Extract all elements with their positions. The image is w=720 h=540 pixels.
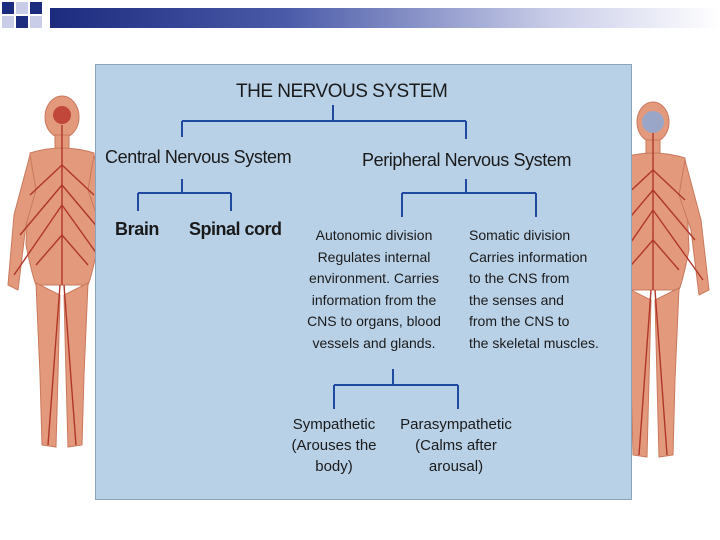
- nervous-system-diagram: THE NERVOUS SYSTEM Central Nervous Syste…: [95, 64, 632, 500]
- sympathetic-line: body): [315, 458, 353, 475]
- sympathetic-line: Sympathetic: [292, 416, 376, 433]
- sympathetic-text: Sympathetic (Arouses the body): [282, 414, 386, 477]
- diagram-title: THE NERVOUS SYSTEM: [236, 81, 448, 102]
- somatic-line: to the CNS from: [469, 270, 570, 286]
- peripheral-nervous-system-label: Peripheral Nervous System: [362, 150, 572, 170]
- brain-label: Brain: [115, 219, 160, 239]
- decor-square: [30, 2, 42, 14]
- central-nervous-system-label: Central Nervous System: [105, 147, 292, 167]
- somatic-line: Carries information: [469, 248, 588, 265]
- spinal-cord-label: Spinal cord: [189, 219, 282, 239]
- parasympathetic-line: (Calms after: [415, 437, 497, 454]
- autonomic-line: Autonomic division: [315, 227, 433, 243]
- autonomic-division-text: Autonomic division Regulates internal en…: [296, 225, 452, 354]
- decor-square: [30, 16, 42, 28]
- parasympathetic-text: Parasympathetic (Calms after arousal): [392, 414, 520, 477]
- decor-square: [16, 16, 28, 28]
- decor-square: [2, 16, 14, 28]
- somatic-line: the senses and: [469, 291, 564, 308]
- decor-square: [2, 2, 14, 14]
- autonomic-line: vessels and glands.: [312, 334, 436, 351]
- slide-header-decoration: [0, 0, 720, 38]
- parasympathetic-line: Parasympathetic: [400, 416, 512, 433]
- somatic-line: from the CNS to: [469, 313, 570, 329]
- sympathetic-line: (Arouses the: [291, 437, 377, 454]
- somatic-division-text: Somatic division Carries information to …: [469, 225, 599, 354]
- autonomic-line: information from the: [311, 291, 437, 308]
- autonomic-line: Regulates internal: [317, 248, 431, 265]
- somatic-line: the skeletal muscles.: [469, 334, 599, 351]
- diagram-connectors: [137, 105, 537, 409]
- autonomic-line: CNS to organs, blood: [307, 313, 441, 329]
- autonomic-line: environment. Carries: [309, 270, 439, 286]
- parasympathetic-line: arousal): [428, 458, 484, 475]
- decor-square: [16, 2, 28, 14]
- header-gradient-bar: [50, 8, 720, 28]
- somatic-line: Somatic division: [469, 227, 571, 243]
